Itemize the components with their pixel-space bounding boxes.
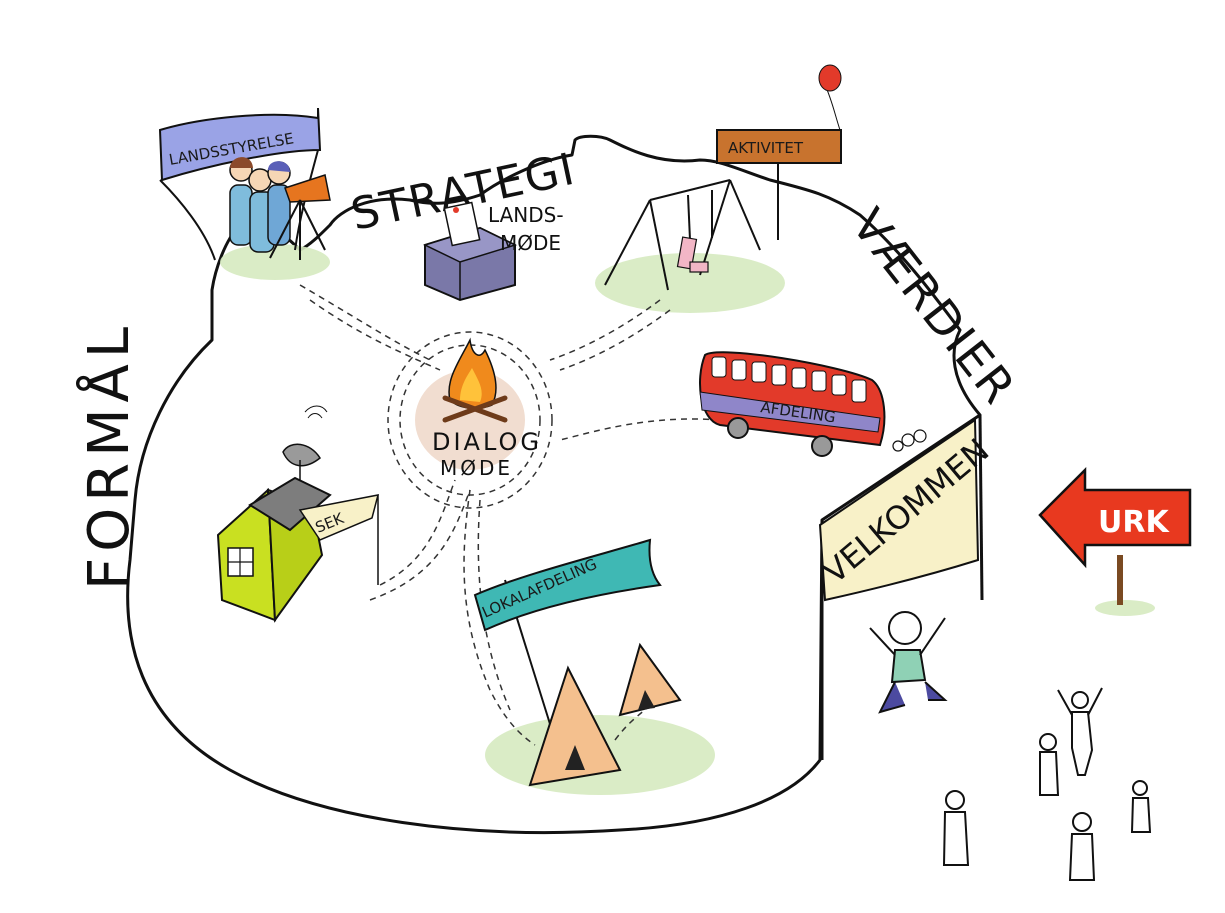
visitor-figure-1 [1057,687,1103,776]
aktivitet-scene: AKTIVITET [604,64,842,291]
landsmode-scene: LANDS- MØDE [422,201,564,302]
urk-arrow-icon [1038,466,1192,569]
visitor-figure-2 [1039,733,1060,796]
mode-label: MØDE [500,231,561,255]
dialogmode-scene: DIALOG MØDE [415,337,542,480]
visitor-figure-4 [942,790,970,866]
board-people-icon [229,157,291,253]
formal-label: FORMÅL [76,321,142,590]
landsstyrelse-scene: LANDSSTYRELSE [158,107,331,261]
bus-scene: AFDELING [699,351,927,457]
satellite-dish-icon [282,405,328,480]
landsstyrelse-banner [158,107,322,182]
sek-sign [298,494,380,541]
bus-wheel-front [727,417,749,439]
velkommen-banner [818,418,980,602]
bus-wheel-rear [811,435,833,457]
balloon-icon [818,64,842,92]
lands-label: LANDS- [488,203,564,227]
dialog-label: DIALOG [432,428,542,456]
telescope-icon [269,174,331,260]
tent-large-icon [528,665,622,787]
urk-sign: URK [1038,466,1192,605]
visitor-figure-3 [1130,780,1152,833]
secretariat-house-scene: SEK [216,405,380,623]
swing-set-icon [604,179,761,291]
welcoming-person-icon [869,611,948,714]
visitor-figures [942,687,1152,881]
visitor-figure-5 [1068,812,1096,881]
urk-label: URK [1098,505,1170,540]
formal-label-group: FORMÅL [76,321,142,590]
tent-small-icon [618,642,682,717]
aktivitet-sign [716,129,842,164]
dialog-mode-label: MØDE [440,456,513,480]
house-roof [248,476,332,532]
aktivitet-label: AKTIVITET [728,139,804,157]
lokalafdeling-banner [473,538,662,632]
velkommen-gate: VELKOMMEN [816,414,996,760]
